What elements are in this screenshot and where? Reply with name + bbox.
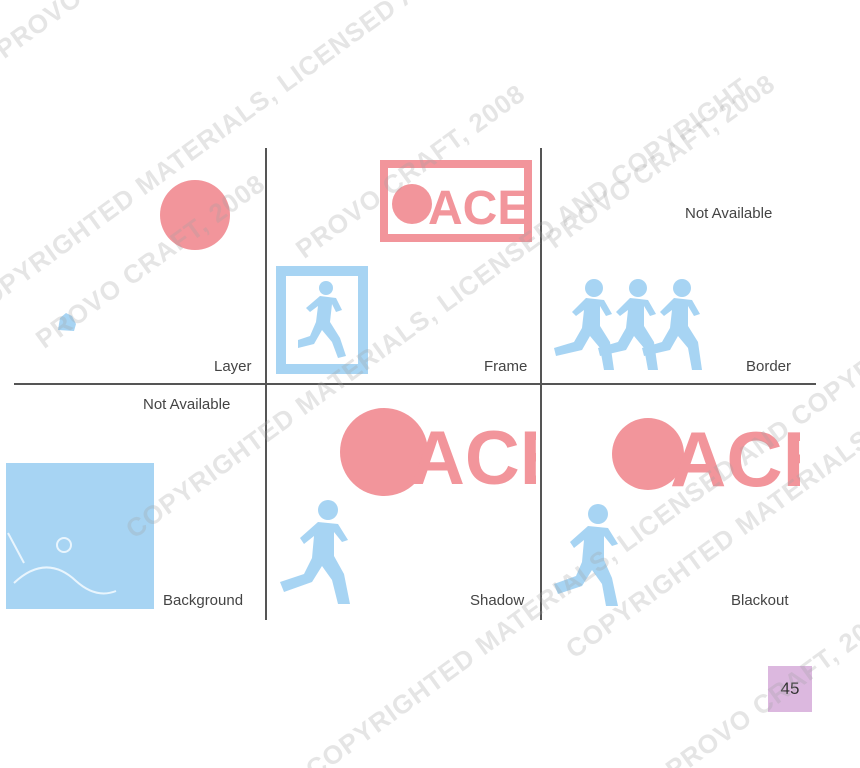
cell-label-layer: Layer	[214, 358, 252, 375]
layer-circle-art	[158, 178, 232, 252]
grid-divider-horizontal	[14, 383, 816, 385]
blackout-ace-art: ACE!	[610, 394, 800, 498]
shadow-runner-art	[276, 498, 360, 610]
layer-small-blob-art	[54, 310, 80, 334]
cell-label-frame: Frame	[484, 358, 527, 375]
border-not-available: Not Available	[685, 205, 772, 222]
watermark-line: PROVO CRAFT, 2008	[660, 598, 860, 768]
cell-label-blackout: Blackout	[731, 592, 789, 609]
shadow-ace-art: ACE!	[338, 392, 536, 502]
border-runners-art	[552, 278, 704, 376]
watermark-line: PROVO CRAFT, 2008	[0, 0, 231, 65]
cell-label-background: Background	[163, 592, 243, 609]
watermark-line: PROVO CRAFT, 2008	[540, 68, 781, 255]
frame-ace-art: ACE!	[380, 160, 532, 242]
background-square-art	[6, 463, 154, 609]
cell-label-border: Border	[746, 358, 791, 375]
page-number: 45	[768, 666, 812, 712]
blackout-runner-art	[552, 502, 628, 610]
background-not-available: Not Available	[143, 396, 230, 413]
cell-label-shadow: Shadow	[470, 592, 524, 609]
frame-runner-art	[276, 266, 368, 374]
frame-ace-text: ACE!	[428, 182, 532, 235]
shadow-ace-text: ACE!	[410, 416, 536, 501]
blackout-ace-text: ACE!	[670, 415, 800, 498]
